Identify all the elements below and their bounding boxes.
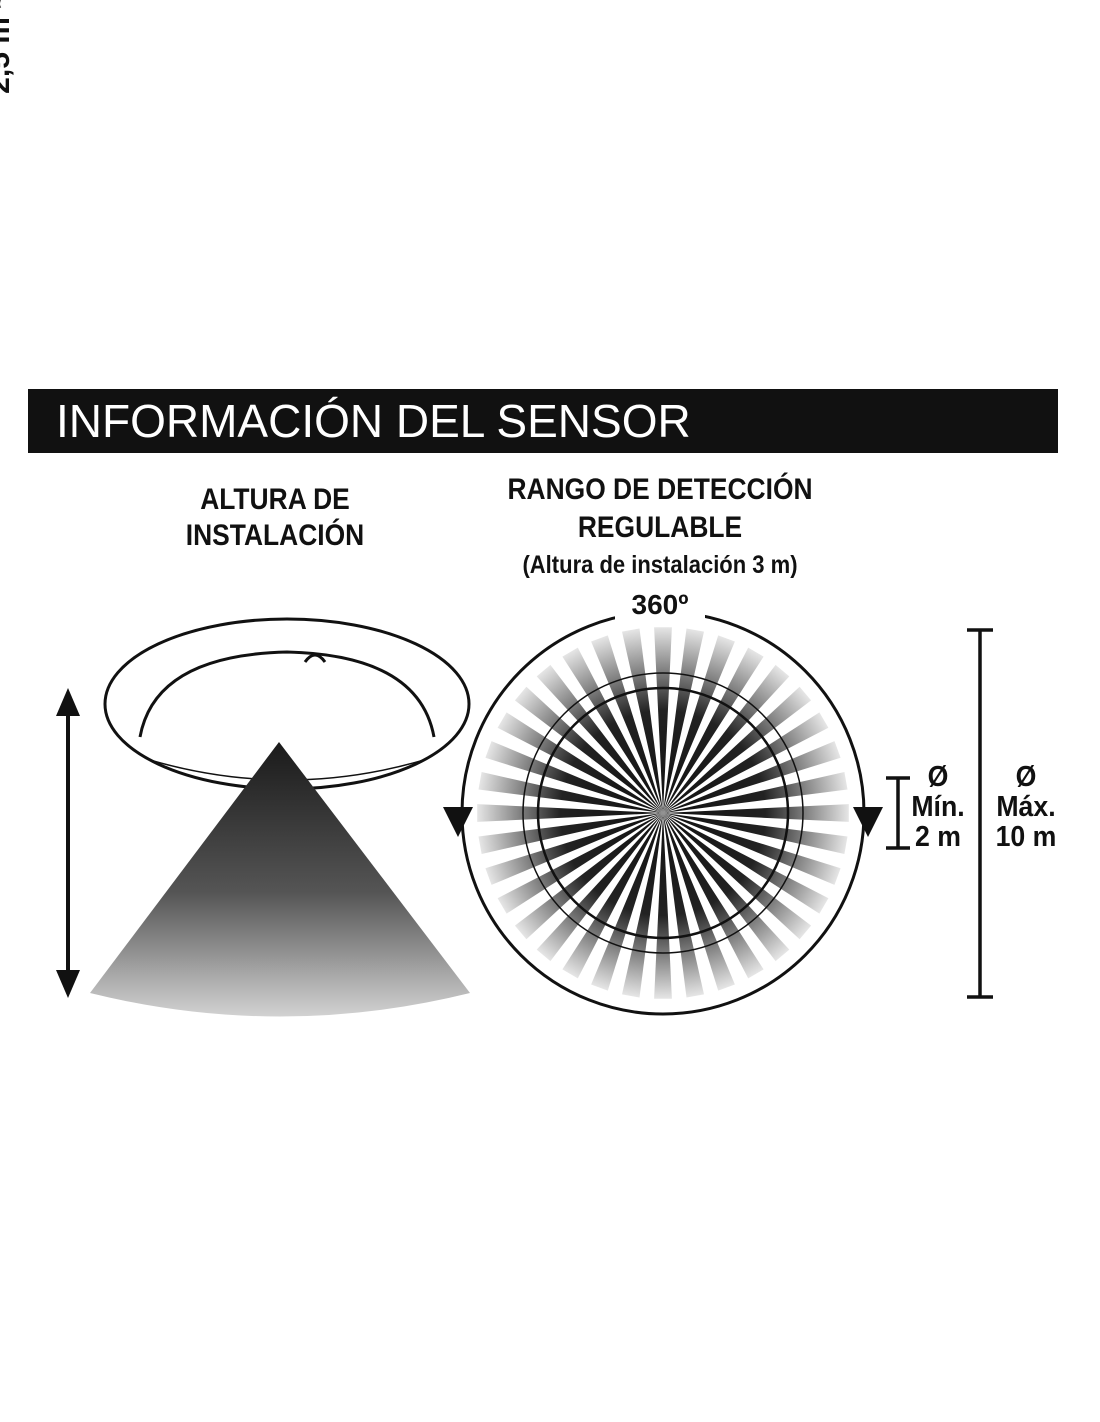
detection-ray	[663, 813, 735, 991]
max-diameter-value: 10 m	[995, 821, 1057, 853]
detection-ray	[663, 628, 704, 813]
max-diameter-label: Ø Máx. 10 m	[989, 762, 1063, 852]
detection-ray	[562, 647, 663, 813]
detection-ray	[663, 813, 829, 914]
installation-height-range-text: 2,5 m ~ 3,5 m	[0, 0, 16, 94]
max-diameter-symbol: Ø	[1015, 761, 1037, 793]
max-range-bracket-icon	[967, 628, 993, 999]
detection-ray	[663, 813, 704, 998]
detection-ray	[478, 813, 663, 854]
detection-range-subtitle: (Altura de instalación 3 m)	[522, 551, 798, 579]
detection-ray	[536, 664, 663, 813]
detection-ray	[663, 813, 764, 979]
detection-ray	[514, 813, 663, 940]
detection-cone-icon	[90, 742, 470, 1017]
min-diameter-text: Mín.	[911, 791, 965, 823]
banner-title: INFORMACIÓN DEL SENSOR	[56, 395, 691, 447]
detection-ray	[536, 813, 663, 962]
detection-ray	[663, 772, 848, 813]
height-arrow-icon	[56, 688, 80, 998]
detection-ray	[663, 712, 829, 813]
detection-ray	[562, 813, 663, 979]
min-diameter-value: 2 m	[915, 821, 961, 853]
installation-height-title-line1: ALTURA DE	[200, 483, 350, 516]
max-diameter-text: Máx.	[996, 791, 1056, 823]
detection-ray	[663, 686, 812, 813]
min-diameter-label: Ø Mín. 2 m	[901, 762, 975, 852]
detection-ray	[497, 813, 663, 914]
detection-ray	[663, 647, 764, 813]
detection-ray	[663, 813, 812, 940]
detection-ray	[591, 635, 663, 813]
detection-ray	[514, 686, 663, 813]
detection-ray	[478, 772, 663, 813]
detection-ray	[663, 813, 841, 885]
detection-ray	[663, 741, 841, 813]
detection-ray	[663, 635, 735, 813]
min-diameter-symbol: Ø	[927, 761, 949, 793]
detection-range-title-line1: RANGO DE DETECCIÓN	[507, 473, 813, 506]
detection-ray	[622, 813, 663, 998]
detection-ray	[663, 664, 790, 813]
installation-height-title-line2: INSTALACIÓN	[185, 519, 365, 552]
title-banner: INFORMACIÓN DEL SENSOR	[28, 389, 1058, 453]
detection-ray	[485, 741, 663, 813]
detection-ray	[591, 813, 663, 991]
detection-ray	[663, 813, 848, 854]
detection-ray	[663, 813, 790, 962]
detection-range-title: RANGO DE DETECCIÓN REGULABLE	[475, 471, 845, 547]
range-bracket-icon	[886, 776, 910, 850]
detection-ray	[622, 628, 663, 813]
detection-ray	[485, 813, 663, 885]
detection-pattern-icon	[443, 610, 883, 1016]
detection-range-title-line2: REGULABLE	[577, 511, 743, 544]
installation-height-title: ALTURA DE INSTALACIÓN	[147, 482, 402, 554]
detection-ray	[497, 712, 663, 813]
angle-label: 360º	[615, 588, 705, 622]
